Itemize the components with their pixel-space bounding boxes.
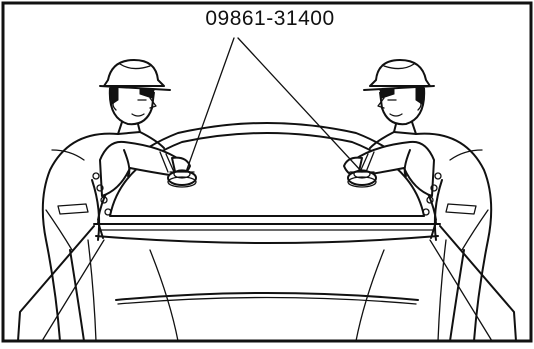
part-number-label: 09861-31400	[120, 7, 420, 31]
figure-frame	[3, 3, 531, 341]
